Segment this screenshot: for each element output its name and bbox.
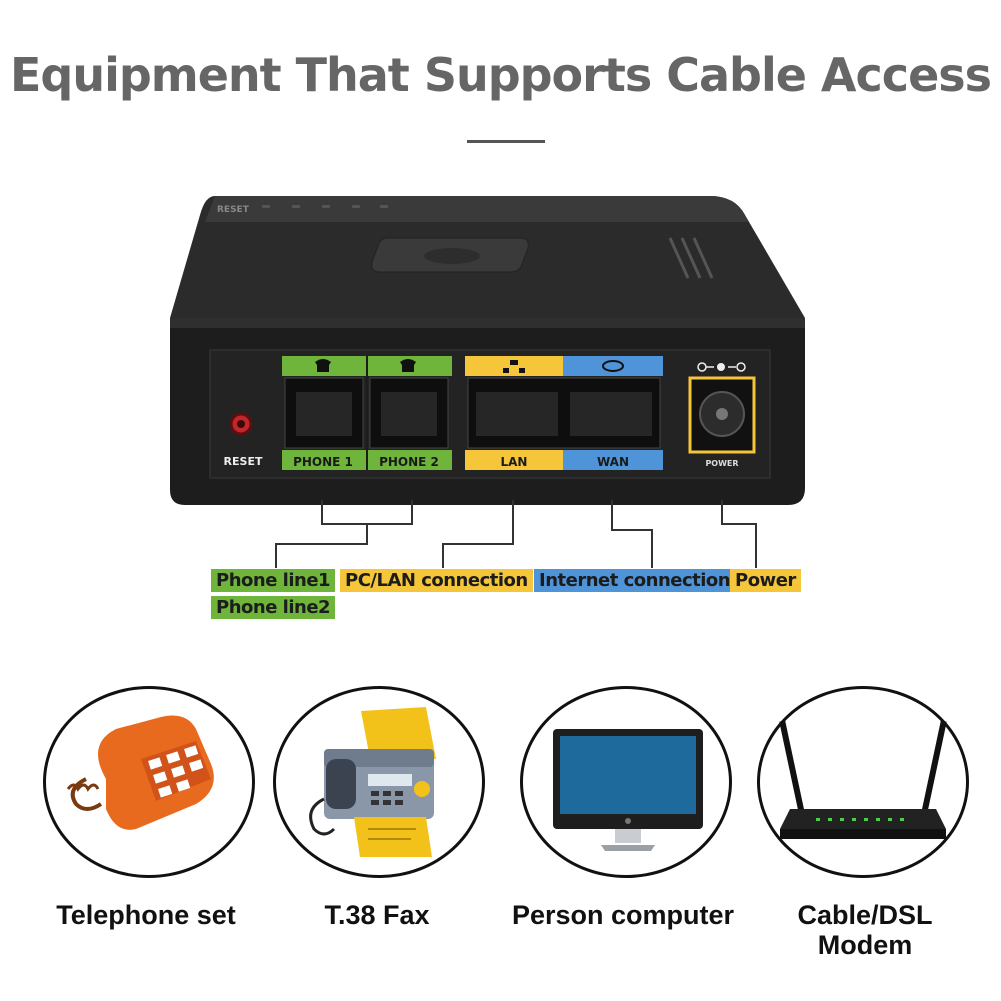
phone-line2-label: Phone line2 <box>211 596 336 619</box>
computer-monitor-icon <box>553 729 703 851</box>
cable-dsl-modem-caption-text: Cable/DSL Modem <box>797 900 933 960</box>
telephone-set-caption: Telephone set <box>56 900 236 930</box>
telephone-circle <box>43 686 255 878</box>
fax-machine-icon <box>309 707 436 857</box>
computer-circle <box>520 686 732 878</box>
lan-port-label: LAN <box>501 455 528 469</box>
fax-circle <box>273 686 485 878</box>
router-circle <box>757 686 969 878</box>
voip-adapter-device: RESET RESET PHONE 1 PHONE 2 LAN WAN <box>170 196 805 568</box>
title-divider <box>467 140 545 143</box>
svg-text:RESET: RESET <box>217 205 250 215</box>
router-icon <box>779 720 947 839</box>
phone-line1-label: Phone line1 <box>211 569 336 592</box>
page-title: Equipment That Supports Cable Access <box>9 48 992 102</box>
pc-lan-connection-label: PC/LAN connection <box>340 569 533 592</box>
internet-connection-label: Internet connection <box>534 569 736 592</box>
phone2-port-label: PHONE 2 <box>379 455 439 469</box>
t38-fax-caption: T.38 Fax <box>324 900 430 930</box>
power-port-label: POWER <box>705 459 738 468</box>
person-computer-caption: Person computer <box>511 900 735 930</box>
telephone-icon <box>66 715 214 830</box>
cable-dsl-modem-caption: Cable/DSL Modem <box>770 900 960 960</box>
wan-port-label: WAN <box>597 455 629 469</box>
power-connection-label: Power <box>730 569 801 592</box>
reset-port-label: RESET <box>224 455 263 468</box>
phone1-port-label: PHONE 1 <box>293 455 353 469</box>
